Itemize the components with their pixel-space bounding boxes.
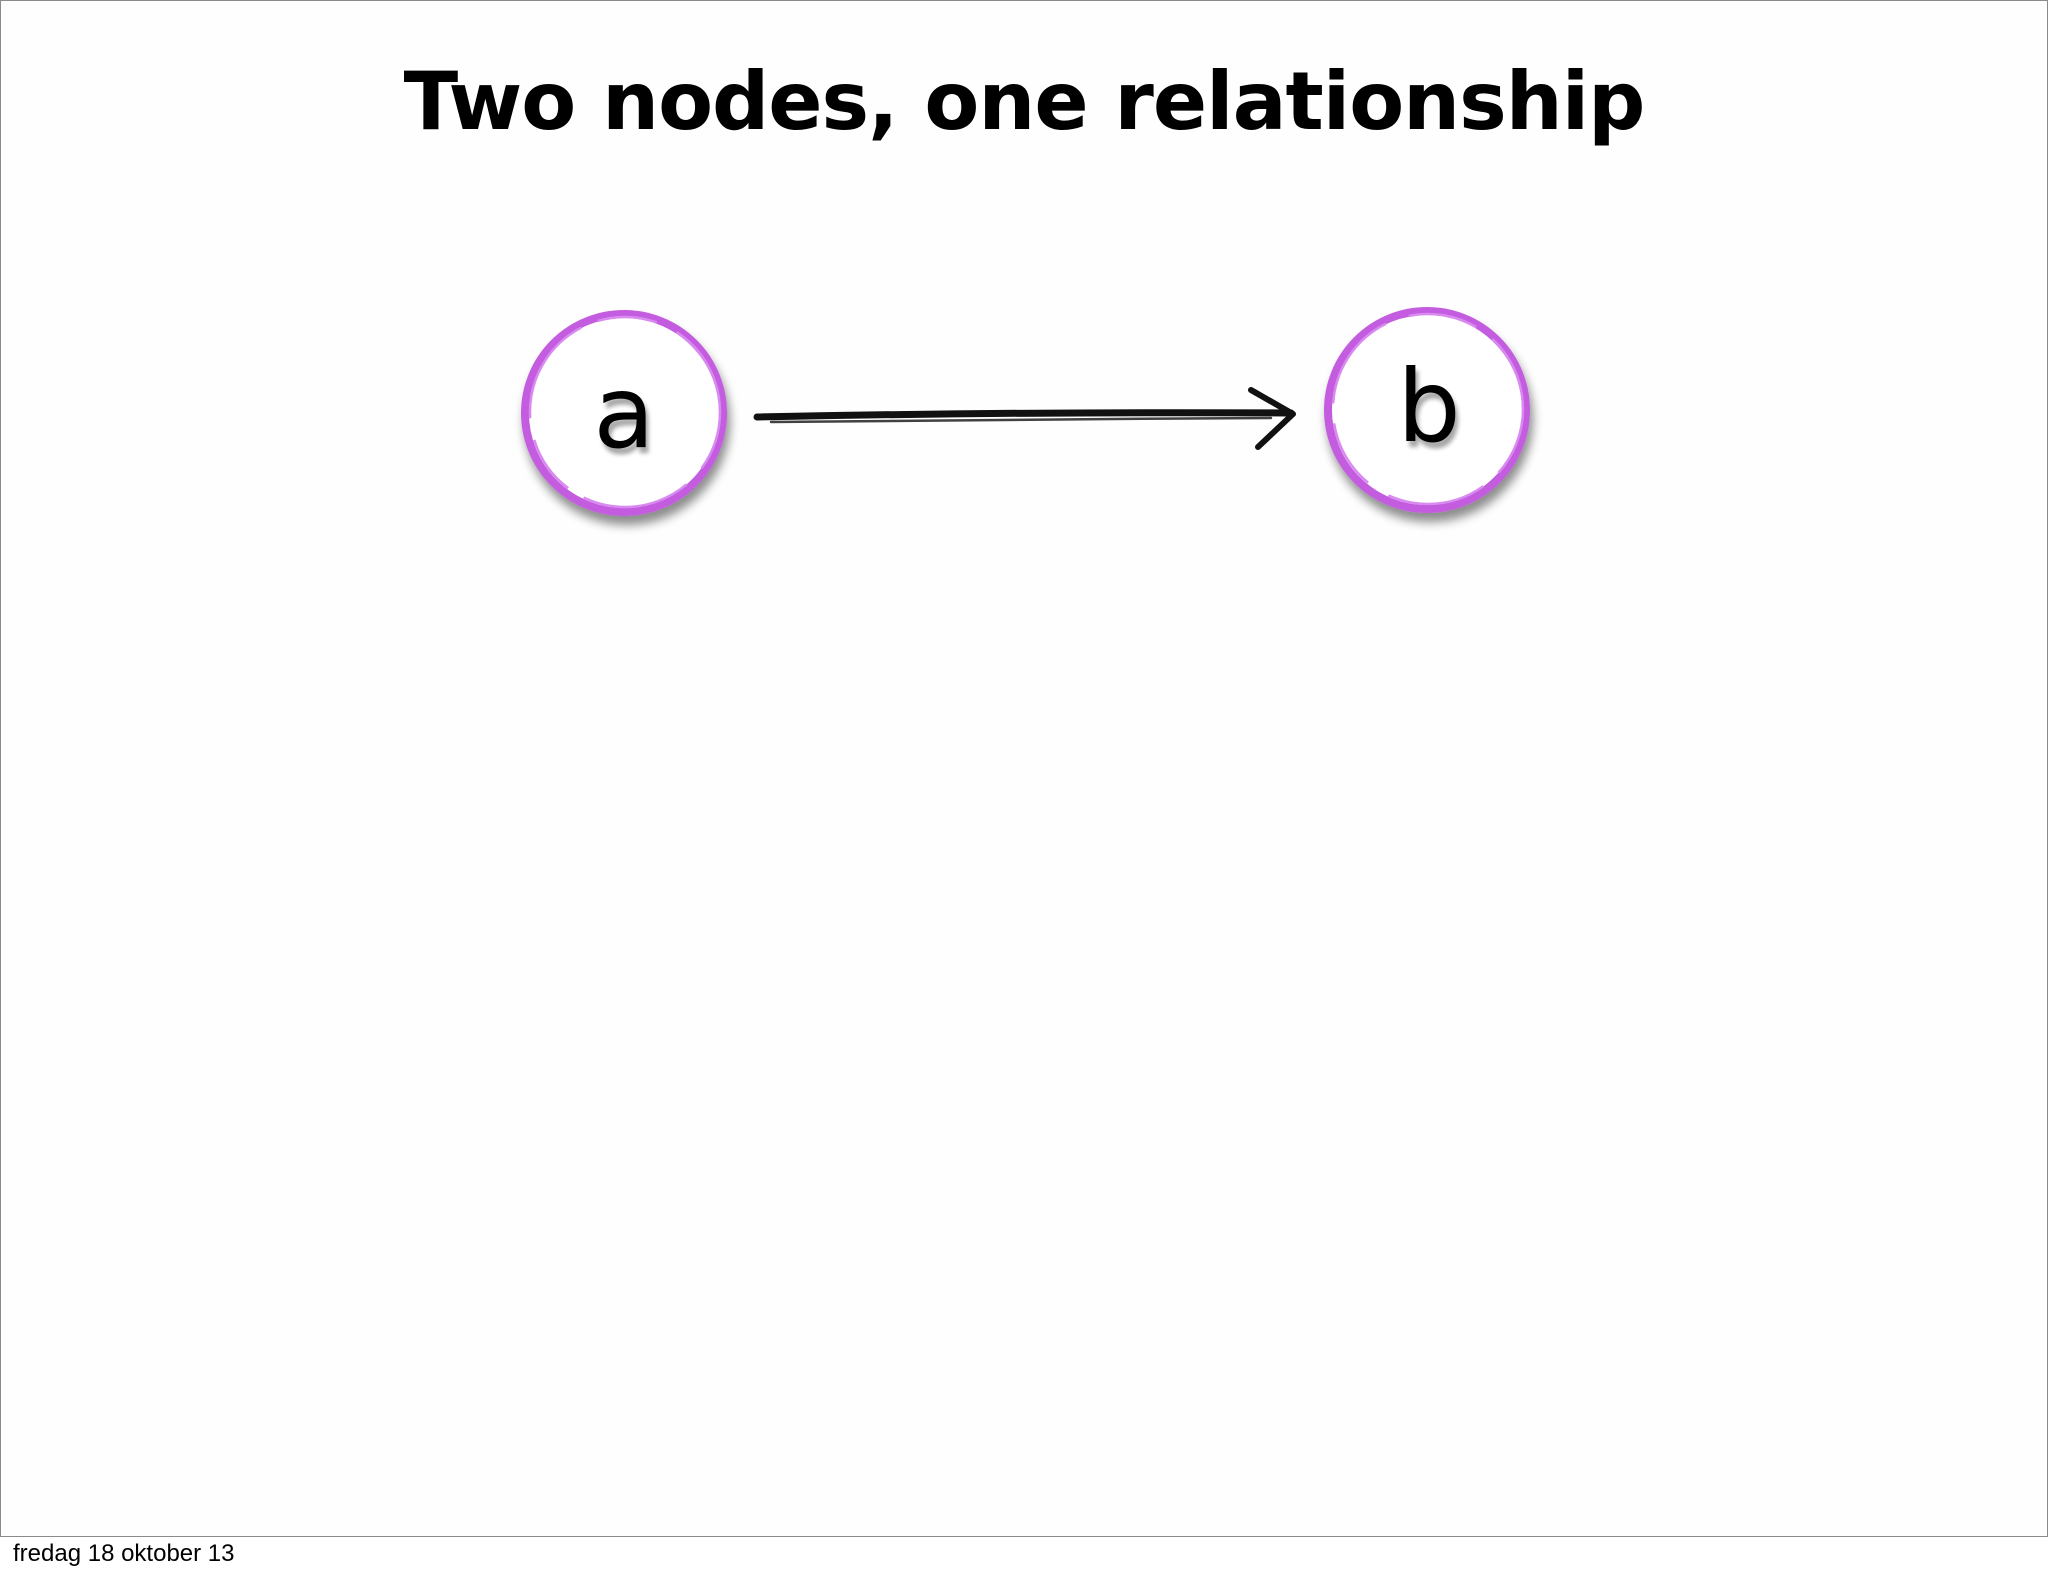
edge-line-texture bbox=[769, 416, 1273, 424]
node-b-circle bbox=[1324, 307, 1530, 513]
node-a: a bbox=[521, 310, 727, 516]
node-b-label: b bbox=[1397, 348, 1460, 465]
node-a-circle-texture bbox=[528, 315, 722, 509]
arrow-head-icon bbox=[1248, 387, 1296, 450]
slide: Two nodes, one relationship bbox=[0, 0, 2048, 1537]
slide-title: Two nodes, one relationship bbox=[403, 55, 1646, 148]
node-b: b bbox=[1324, 307, 1530, 513]
node-b-circle-texture bbox=[1331, 312, 1525, 506]
graph-diagram: a b bbox=[521, 307, 1530, 516]
node-a-label: a bbox=[593, 354, 654, 471]
edge-a-to-b bbox=[753, 387, 1296, 450]
node-a-circle bbox=[521, 310, 727, 516]
footer-date: fredag 18 oktober 13 bbox=[13, 1540, 235, 1567]
edge-line bbox=[753, 409, 1295, 421]
